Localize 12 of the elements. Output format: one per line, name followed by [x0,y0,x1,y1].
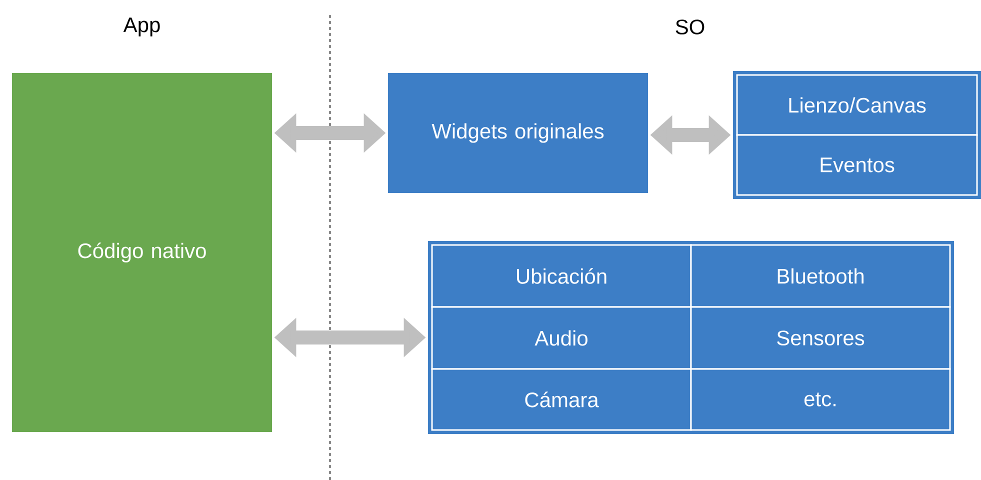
grid-cell: Cámara [431,368,692,431]
grid-cell: Audio [431,306,692,370]
grid-cell: Lienzo/Canvas [736,74,978,136]
heading: SO [676,20,704,34]
heading: App [123,18,160,36]
grid-cell: Sensores [690,306,951,370]
grid-cell: Ubicación [431,244,692,308]
process-box: Widgets originales [388,73,648,193]
grid-cell: etc. [690,368,951,431]
process-box: Código nativo [12,73,272,432]
grid-cell: Eventos [736,134,978,196]
grid-cell: Bluetooth [690,244,951,308]
